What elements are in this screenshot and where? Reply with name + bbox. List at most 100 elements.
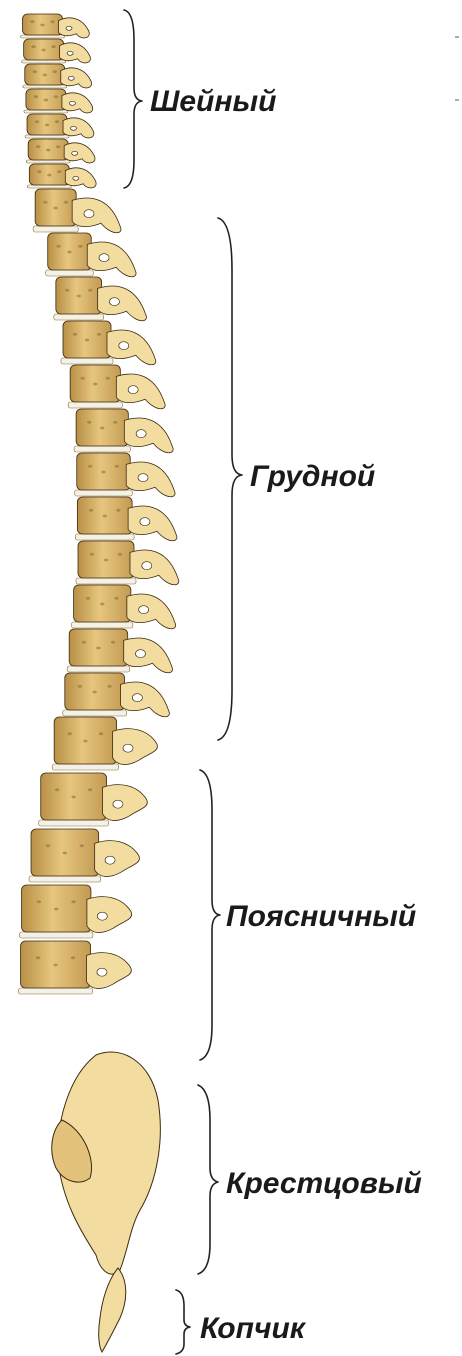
bone-texture: [111, 641, 115, 644]
intervertebral-disc: [22, 60, 66, 63]
intervertebral-disc: [74, 446, 130, 452]
bone-texture: [63, 852, 67, 855]
bone-texture: [80, 844, 84, 847]
bone-texture: [92, 691, 96, 694]
spinous-process: [128, 506, 177, 541]
intervertebral-disc: [75, 534, 134, 540]
intervertebral-disc: [26, 160, 70, 163]
coccyx-bone: [99, 1268, 126, 1352]
intervertebral-foramen: [99, 254, 109, 262]
intervertebral-foramen: [67, 51, 73, 55]
bone-texture: [45, 124, 49, 127]
intervertebral-disc: [46, 270, 94, 276]
bone-texture: [31, 45, 35, 48]
intervertebral-disc: [25, 135, 69, 138]
bone-texture: [113, 421, 117, 424]
intervertebral-foramen: [97, 968, 107, 976]
bone-texture: [73, 333, 77, 336]
bone-texture: [89, 509, 93, 512]
bone-texture: [36, 145, 40, 148]
intervertebral-foramen: [68, 76, 74, 80]
intervertebral-disc: [20, 932, 93, 938]
bone-texture: [101, 471, 105, 474]
bone-texture: [86, 597, 90, 600]
intervertebral-foramen: [123, 744, 133, 752]
intervertebral-disc: [68, 402, 122, 408]
intervertebral-disc: [67, 666, 130, 672]
bone-texture: [85, 339, 89, 342]
spinous-process: [103, 785, 148, 821]
bone-texture: [90, 553, 94, 556]
bone-texture: [64, 201, 68, 204]
brace-thoracic: [218, 218, 242, 740]
intervertebral-disc: [75, 490, 132, 496]
bone-texture: [115, 465, 119, 468]
spinous-process: [60, 43, 91, 63]
bone-texture: [36, 956, 40, 959]
bone-texture: [87, 421, 91, 424]
spinous-process: [98, 286, 147, 321]
intervertebral-disc: [23, 85, 67, 88]
intervertebral-foramen: [73, 176, 79, 180]
spinous-process: [59, 18, 90, 38]
corner-marks: [455, 37, 459, 100]
brace-cervical: [124, 10, 142, 188]
bone-texture: [81, 377, 85, 380]
bone-texture: [88, 788, 92, 791]
intervertebral-foramen: [72, 151, 78, 155]
label-thoracic: Грудной: [250, 460, 375, 493]
bone-texture: [35, 120, 39, 123]
bone-texture: [104, 559, 108, 562]
bone-texture: [54, 95, 58, 98]
bone-texture: [100, 427, 104, 430]
bone-texture: [56, 245, 60, 248]
intervertebral-foramen: [84, 210, 94, 218]
bone-texture: [46, 844, 50, 847]
intervertebral-foramen: [132, 694, 142, 702]
bone-texture: [43, 74, 47, 77]
spinous-process: [61, 68, 92, 88]
intervertebral-foramen: [140, 518, 150, 526]
bone-texture: [71, 796, 75, 799]
intervertebral-foramen: [136, 650, 146, 658]
intervertebral-disc: [19, 988, 93, 994]
intervertebral-disc: [33, 226, 78, 232]
sacrum: [52, 1052, 161, 1352]
spinous-process: [116, 374, 165, 409]
bone-texture: [53, 964, 57, 967]
spinous-process: [107, 330, 156, 365]
bone-texture: [99, 732, 103, 735]
bone-texture: [44, 99, 48, 102]
intervertebral-foramen: [113, 800, 123, 808]
intervertebral-foramen: [109, 298, 119, 306]
intervertebral-foramen: [142, 562, 152, 570]
bone-texture: [33, 70, 37, 73]
bone-texture: [100, 603, 104, 606]
bone-texture: [68, 732, 72, 735]
bone-texture: [55, 788, 59, 791]
label-sacral: Крестцовый: [226, 1167, 422, 1200]
spinous-process: [95, 841, 140, 877]
bone-texture: [51, 45, 55, 48]
spinous-process: [127, 594, 176, 629]
intervertebral-disc: [72, 622, 133, 628]
spinous-process: [65, 168, 96, 188]
bone-texture: [55, 120, 59, 123]
bone-texture: [40, 24, 44, 27]
bone-texture: [71, 900, 75, 903]
bone-texture: [77, 295, 81, 298]
bone-texture: [96, 647, 100, 650]
intervertebral-disc: [76, 578, 136, 584]
intervertebral-foramen: [97, 912, 107, 920]
bone-texture: [41, 49, 45, 52]
brace-coccyx: [176, 1290, 190, 1354]
bone-texture: [93, 383, 97, 386]
intervertebral-foramen: [138, 474, 148, 482]
intervertebral-foramen: [105, 856, 115, 864]
bone-texture: [56, 145, 60, 148]
intervertebral-foramen: [66, 26, 72, 30]
bone-texture: [53, 207, 57, 210]
region-labels: Шейный Грудной Поясничный Крестцовый Коп…: [150, 85, 422, 1345]
brace-sacral: [198, 1085, 218, 1274]
bone-texture: [97, 333, 101, 336]
